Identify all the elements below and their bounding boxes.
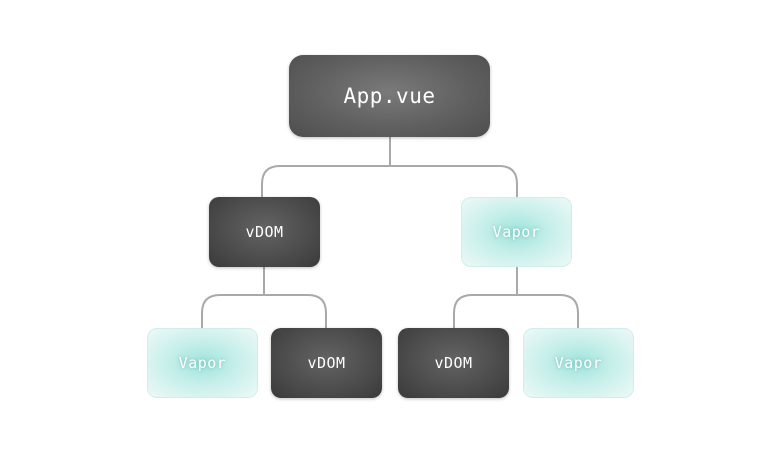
vapor-node-right: Vapor: [461, 197, 572, 267]
vdom-leaf-node-3: vDOM: [398, 328, 509, 398]
root-node-label: App.vue: [343, 84, 436, 108]
vdom-node-left-label: vDOM: [245, 223, 284, 241]
vdom-leaf-node-3-label: vDOM: [434, 354, 473, 372]
vapor-leaf-node-1-label: Vapor: [178, 354, 227, 372]
vapor-leaf-node-1: Vapor: [147, 328, 258, 398]
connector-left-to-children: [201, 266, 327, 329]
connector-root-to-children: [261, 136, 518, 198]
vapor-leaf-node-4-label: Vapor: [554, 354, 603, 372]
vdom-leaf-node-2: vDOM: [271, 328, 382, 398]
vdom-leaf-node-2-label: vDOM: [307, 354, 346, 372]
vapor-node-right-label: Vapor: [492, 223, 541, 241]
connector-right-to-children: [453, 266, 579, 329]
vdom-node-left: vDOM: [209, 197, 320, 267]
vapor-leaf-node-4: Vapor: [523, 328, 634, 398]
root-node-app-vue: App.vue: [289, 55, 490, 137]
